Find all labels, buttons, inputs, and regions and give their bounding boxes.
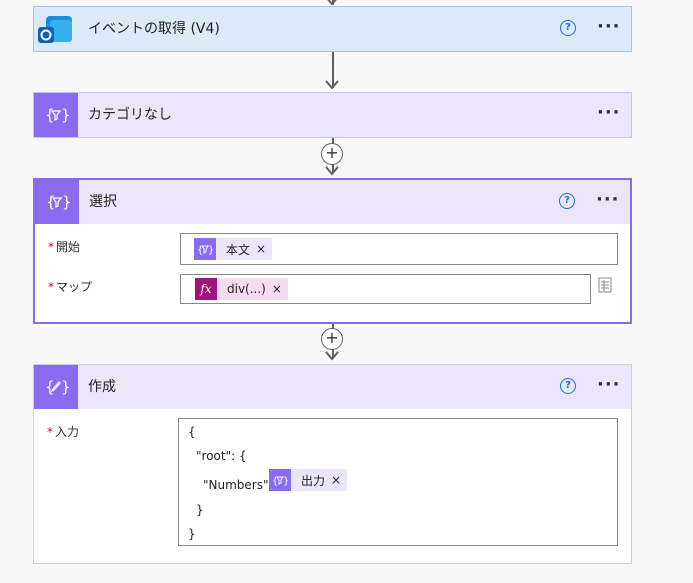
connector-arrow-icon xyxy=(327,0,337,6)
connector-line xyxy=(332,52,334,88)
expression-token[interactable]: fx div(...) × xyxy=(195,278,288,300)
svg-text:}: } xyxy=(61,106,69,124)
compose-card[interactable]: {} 作成 ? ··· *入力 { "root": { "Numbers": {… xyxy=(33,364,632,564)
data-operation-icon: {} xyxy=(194,238,216,260)
map-label: *マップ xyxy=(48,280,93,294)
card-header[interactable]: {} カテゴリなし ··· xyxy=(34,93,631,137)
outlook-icon xyxy=(36,12,76,48)
svg-text:{: { xyxy=(272,476,278,486)
card-header[interactable]: イベントの取得 (V4) ? ··· xyxy=(34,7,631,51)
help-icon[interactable]: ? xyxy=(559,193,575,209)
dynamic-content-token[interactable]: {} 出力 × xyxy=(269,469,348,491)
svg-text:}: } xyxy=(62,193,70,211)
token-label: 出力 xyxy=(301,473,326,488)
add-step-button[interactable]: + xyxy=(321,143,343,165)
token-label: div(...) xyxy=(227,282,266,296)
compose-icon: {} xyxy=(34,365,78,409)
svg-text:}: } xyxy=(61,378,69,396)
token-label: 本文 xyxy=(226,242,251,257)
data-operation-icon: {} xyxy=(269,469,291,491)
get-events-card[interactable]: イベントの取得 (V4) ? ··· xyxy=(33,6,632,52)
card-title: カテゴリなし xyxy=(88,107,172,123)
remove-token-icon[interactable]: × xyxy=(271,282,282,296)
svg-text:{: { xyxy=(45,378,55,396)
add-step-button[interactable]: + xyxy=(321,328,343,350)
more-options-icon[interactable]: ··· xyxy=(597,102,621,123)
card-title: 選択 xyxy=(89,194,117,210)
remove-token-icon[interactable]: × xyxy=(256,242,267,256)
svg-text:{: { xyxy=(46,193,56,211)
data-operation-icon: {} xyxy=(34,93,78,137)
from-label: *開始 xyxy=(48,240,81,254)
help-icon[interactable]: ? xyxy=(560,378,576,394)
card-header[interactable]: {} 選択 ? ··· xyxy=(35,180,630,224)
data-operation-icon: {} xyxy=(35,180,79,224)
svg-text:}: } xyxy=(208,245,213,255)
function-icon: fx xyxy=(195,278,217,300)
connector-arrow-icon xyxy=(325,351,339,361)
code-line: } xyxy=(188,527,196,541)
connector-arrow-icon xyxy=(325,80,339,90)
more-options-icon[interactable]: ··· xyxy=(597,374,621,395)
more-options-icon[interactable]: ··· xyxy=(597,16,621,37)
svg-text:{: { xyxy=(45,106,55,124)
code-line: "Numbers": xyxy=(203,478,273,492)
connector-arrow-icon xyxy=(325,166,339,176)
select-card[interactable]: {} 選択 ? ··· *開始 {} 本文 × *マップ fx div(...)… xyxy=(33,178,632,324)
no-category-card[interactable]: {} カテゴリなし ··· xyxy=(33,92,632,138)
dynamic-content-token[interactable]: {} 本文 × xyxy=(194,238,273,260)
card-title: イベントの取得 (V4) xyxy=(88,21,220,37)
svg-text:}: } xyxy=(283,476,288,486)
svg-text:{: { xyxy=(197,245,203,255)
help-icon[interactable]: ? xyxy=(560,20,576,36)
code-line: { xyxy=(188,425,196,439)
card-header[interactable]: {} 作成 ? ··· xyxy=(34,365,631,409)
more-options-icon[interactable]: ··· xyxy=(596,189,620,210)
code-line: } xyxy=(196,503,204,517)
map-field[interactable]: fx div(...) × xyxy=(180,274,591,304)
remove-token-icon[interactable]: × xyxy=(331,473,342,487)
switch-mode-icon[interactable] xyxy=(598,277,612,293)
code-line: "root": { xyxy=(196,449,247,463)
input-label: *入力 xyxy=(47,425,80,439)
compose-input-field[interactable]: { "root": { "Numbers": {} 出力 × } } xyxy=(178,418,618,546)
card-title: 作成 xyxy=(88,379,116,395)
from-field[interactable]: {} 本文 × xyxy=(180,233,618,265)
